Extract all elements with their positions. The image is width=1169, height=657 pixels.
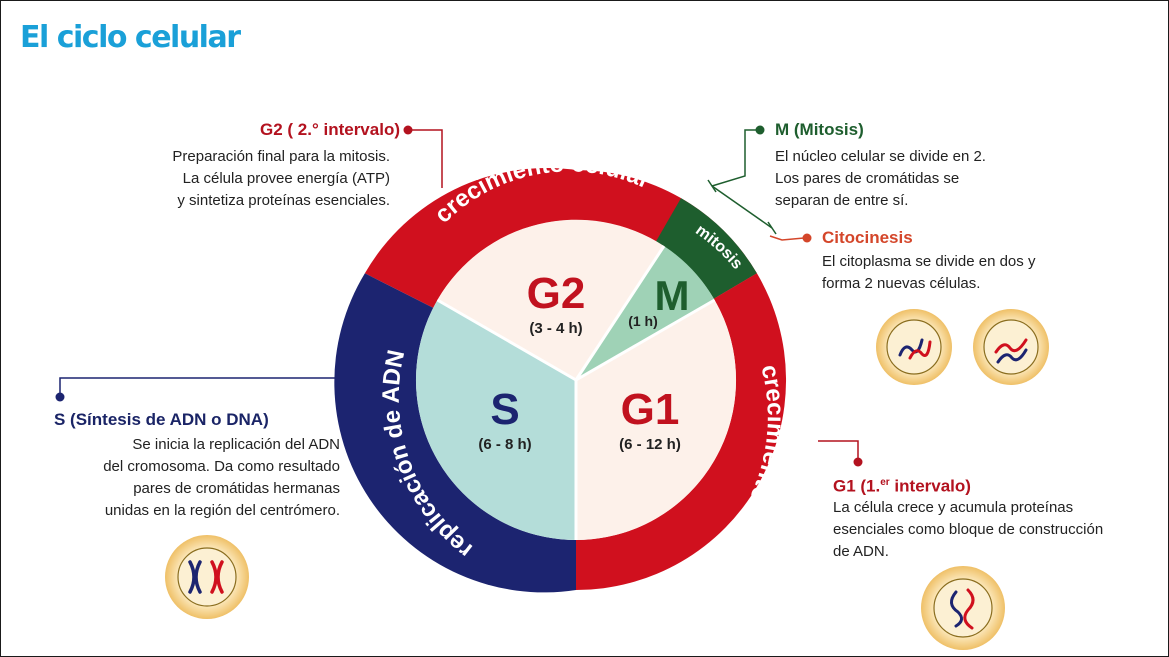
citocinesis-line: El citoplasma se divide en dos y — [822, 253, 1036, 270]
citocinesis-annotation-text: El citoplasma se divide en dos y forma 2… — [822, 251, 1122, 295]
g1-line: La célula crece y acumula proteínas — [833, 499, 1074, 516]
page-title: El ciclo celular — [20, 20, 241, 55]
leader-g1 — [818, 440, 859, 462]
phase-m-duration: (1 h) — [628, 313, 658, 329]
mitosis-bracket — [711, 185, 773, 229]
g2-line: y sintetiza proteínas esenciales. — [177, 192, 390, 209]
citocinesis-line: forma 2 nuevas células. — [822, 275, 981, 292]
g2-line: Preparación final para la mitosis. — [172, 148, 390, 165]
s-annotation-text: Se inicia la replicación del ADN del cro… — [20, 434, 340, 522]
s-line: pares de cromátidas hermanas — [133, 480, 340, 497]
phase-g2-duration: (3 - 4 h) — [529, 320, 582, 337]
phase-g1-label: G1 — [621, 385, 680, 434]
g1-line: de ADN. — [833, 543, 889, 560]
leader-m — [711, 129, 760, 187]
g2-annotation-title: G2 ( 2.° intervalo) — [259, 120, 400, 139]
growing-cell-illustration — [921, 566, 1005, 650]
s-line: Se inicia la replicación del ADN — [132, 436, 340, 453]
m-annotation-text: El núcleo celular se divide en 2. Los pa… — [775, 146, 1055, 212]
g1-annotation-title: G1 (1.er intervalo) — [833, 476, 971, 496]
phase-m-label: M — [655, 272, 690, 319]
chromatids-cell-illustration — [165, 535, 249, 619]
phase-g1-duration: (6 - 12 h) — [619, 436, 681, 453]
g1-annotation-text: La célula crece y acumula proteínas esen… — [833, 497, 1163, 563]
m-line: El núcleo celular se divide en 2. — [775, 148, 986, 165]
phase-s-label: S — [490, 385, 519, 434]
leader-citocinesis — [769, 235, 805, 241]
g1-line: esenciales como bloque de construcción — [833, 521, 1104, 538]
s-line: unidas en la región del centrómero. — [104, 502, 340, 519]
leader-s — [59, 377, 365, 397]
s-annotation-title: S (Síntesis de ADN o DNA) — [54, 410, 269, 429]
m-line: Los pares de cromátidas se — [775, 170, 960, 187]
sector-s — [415, 300, 576, 541]
g2-annotation-text: Preparación final para la mitosis. La cé… — [100, 146, 390, 212]
dividing-cells-illustration — [876, 309, 1049, 385]
citocinesis-annotation-title: Citocinesis — [822, 228, 913, 247]
sector-g2 — [437, 219, 664, 380]
phase-s-duration: (6 - 8 h) — [478, 436, 531, 453]
sector-m — [576, 246, 715, 380]
sector-g1 — [576, 300, 737, 540]
g2-line: La célula provee energía (ATP) — [182, 170, 390, 187]
phase-g2-label: G2 — [527, 269, 586, 318]
m-annotation-title: M (Mitosis) — [775, 120, 864, 139]
leader-g2 — [408, 129, 443, 188]
m-line: separan de entre sí. — [775, 192, 909, 209]
s-line: del cromosoma. Da como resultado — [103, 458, 340, 475]
